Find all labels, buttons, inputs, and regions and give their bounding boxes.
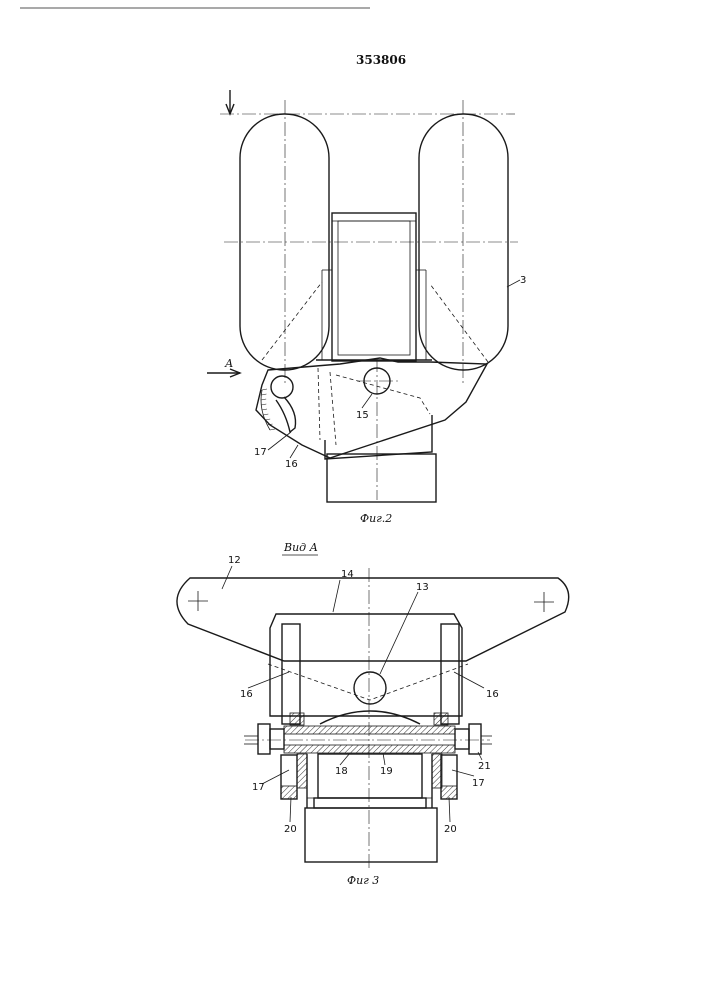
label-19: 19 — [380, 766, 393, 777]
label-13: 13 — [416, 582, 429, 593]
label-17-right: 17 — [472, 778, 485, 789]
label-20-left: 20 — [284, 824, 297, 835]
figure-2: А 3 15 17 16 Фиг.2 — [207, 90, 526, 525]
label-15: 15 — [356, 410, 369, 421]
leader-18 — [340, 753, 350, 765]
label-20-right: 20 — [444, 824, 457, 835]
housing-14 — [270, 614, 462, 716]
spacer-left — [297, 754, 307, 788]
pin-17 — [271, 376, 293, 398]
spacer-right — [432, 754, 442, 788]
tool-dash-1 — [318, 368, 320, 440]
leader-17b — [452, 770, 474, 776]
dash-left — [262, 282, 322, 360]
leader-15 — [362, 394, 372, 408]
nut-right-outer — [469, 724, 481, 754]
leader-20b — [449, 797, 450, 822]
scale-tick — [263, 414, 268, 415]
nut-right-inner — [455, 729, 469, 749]
figure-2-caption: Фиг.2 — [360, 512, 392, 525]
label-14: 14 — [341, 569, 354, 580]
leader-3 — [507, 280, 520, 287]
lower-body — [318, 754, 422, 798]
tool-holder — [325, 415, 432, 459]
dash-right — [430, 284, 488, 362]
arc-slot — [276, 397, 296, 432]
tool-body — [327, 454, 436, 502]
plate-12 — [177, 578, 569, 661]
label-12: 12 — [228, 555, 241, 566]
label-16-right: 16 — [486, 689, 499, 700]
washer-right-top — [434, 713, 448, 725]
central-frame-inner — [338, 221, 410, 355]
view-a-arrow-icon — [207, 369, 240, 377]
leader-17 — [268, 432, 291, 450]
figure-3-caption: Фиг 3 — [347, 874, 379, 887]
washer-left-top — [290, 713, 304, 725]
figure-3: Вид А — [177, 541, 569, 887]
scale-tick — [261, 394, 266, 395]
leader-20a — [290, 797, 291, 822]
view-title: Вид А — [283, 541, 318, 554]
label-16: 16 — [285, 459, 298, 470]
label-18: 18 — [335, 766, 348, 777]
scale-tick — [265, 419, 270, 420]
lens-support — [320, 711, 420, 724]
bracket-plate — [256, 358, 487, 458]
axle-bottom — [284, 745, 455, 753]
ball-13 — [354, 672, 386, 704]
patent-number: 353806 — [356, 53, 406, 67]
scale-tick — [261, 404, 266, 405]
leader-16a — [248, 672, 289, 688]
label-17-left: 17 — [252, 782, 265, 793]
tool-dash-2 — [330, 372, 336, 445]
label-16-left: 16 — [240, 689, 253, 700]
leader-14 — [333, 580, 340, 612]
side-plate-right — [441, 624, 459, 724]
leader-16 — [290, 445, 298, 458]
leader-19 — [383, 753, 385, 765]
scale-tick — [262, 389, 267, 390]
tool-block — [305, 808, 437, 862]
axle-top — [284, 726, 455, 734]
dash-v — [268, 664, 468, 700]
view-arrow-label: А — [224, 357, 233, 370]
label-21: 21 — [478, 761, 491, 772]
leader-17a — [262, 770, 289, 784]
label-3: 3 — [520, 275, 526, 286]
scale-tick — [262, 409, 267, 410]
scale-tick — [270, 429, 275, 430]
lower-collar — [314, 798, 426, 808]
nut-left-inner — [270, 729, 284, 749]
scale-tick — [261, 399, 266, 400]
hatch-20-left — [281, 786, 297, 799]
section-arrow-icon — [226, 90, 234, 114]
central-frame — [332, 213, 416, 361]
crosshair-left — [188, 591, 208, 611]
label-17: 17 — [254, 447, 267, 458]
crosshair-right — [534, 592, 554, 612]
nut-left-outer — [258, 724, 270, 754]
